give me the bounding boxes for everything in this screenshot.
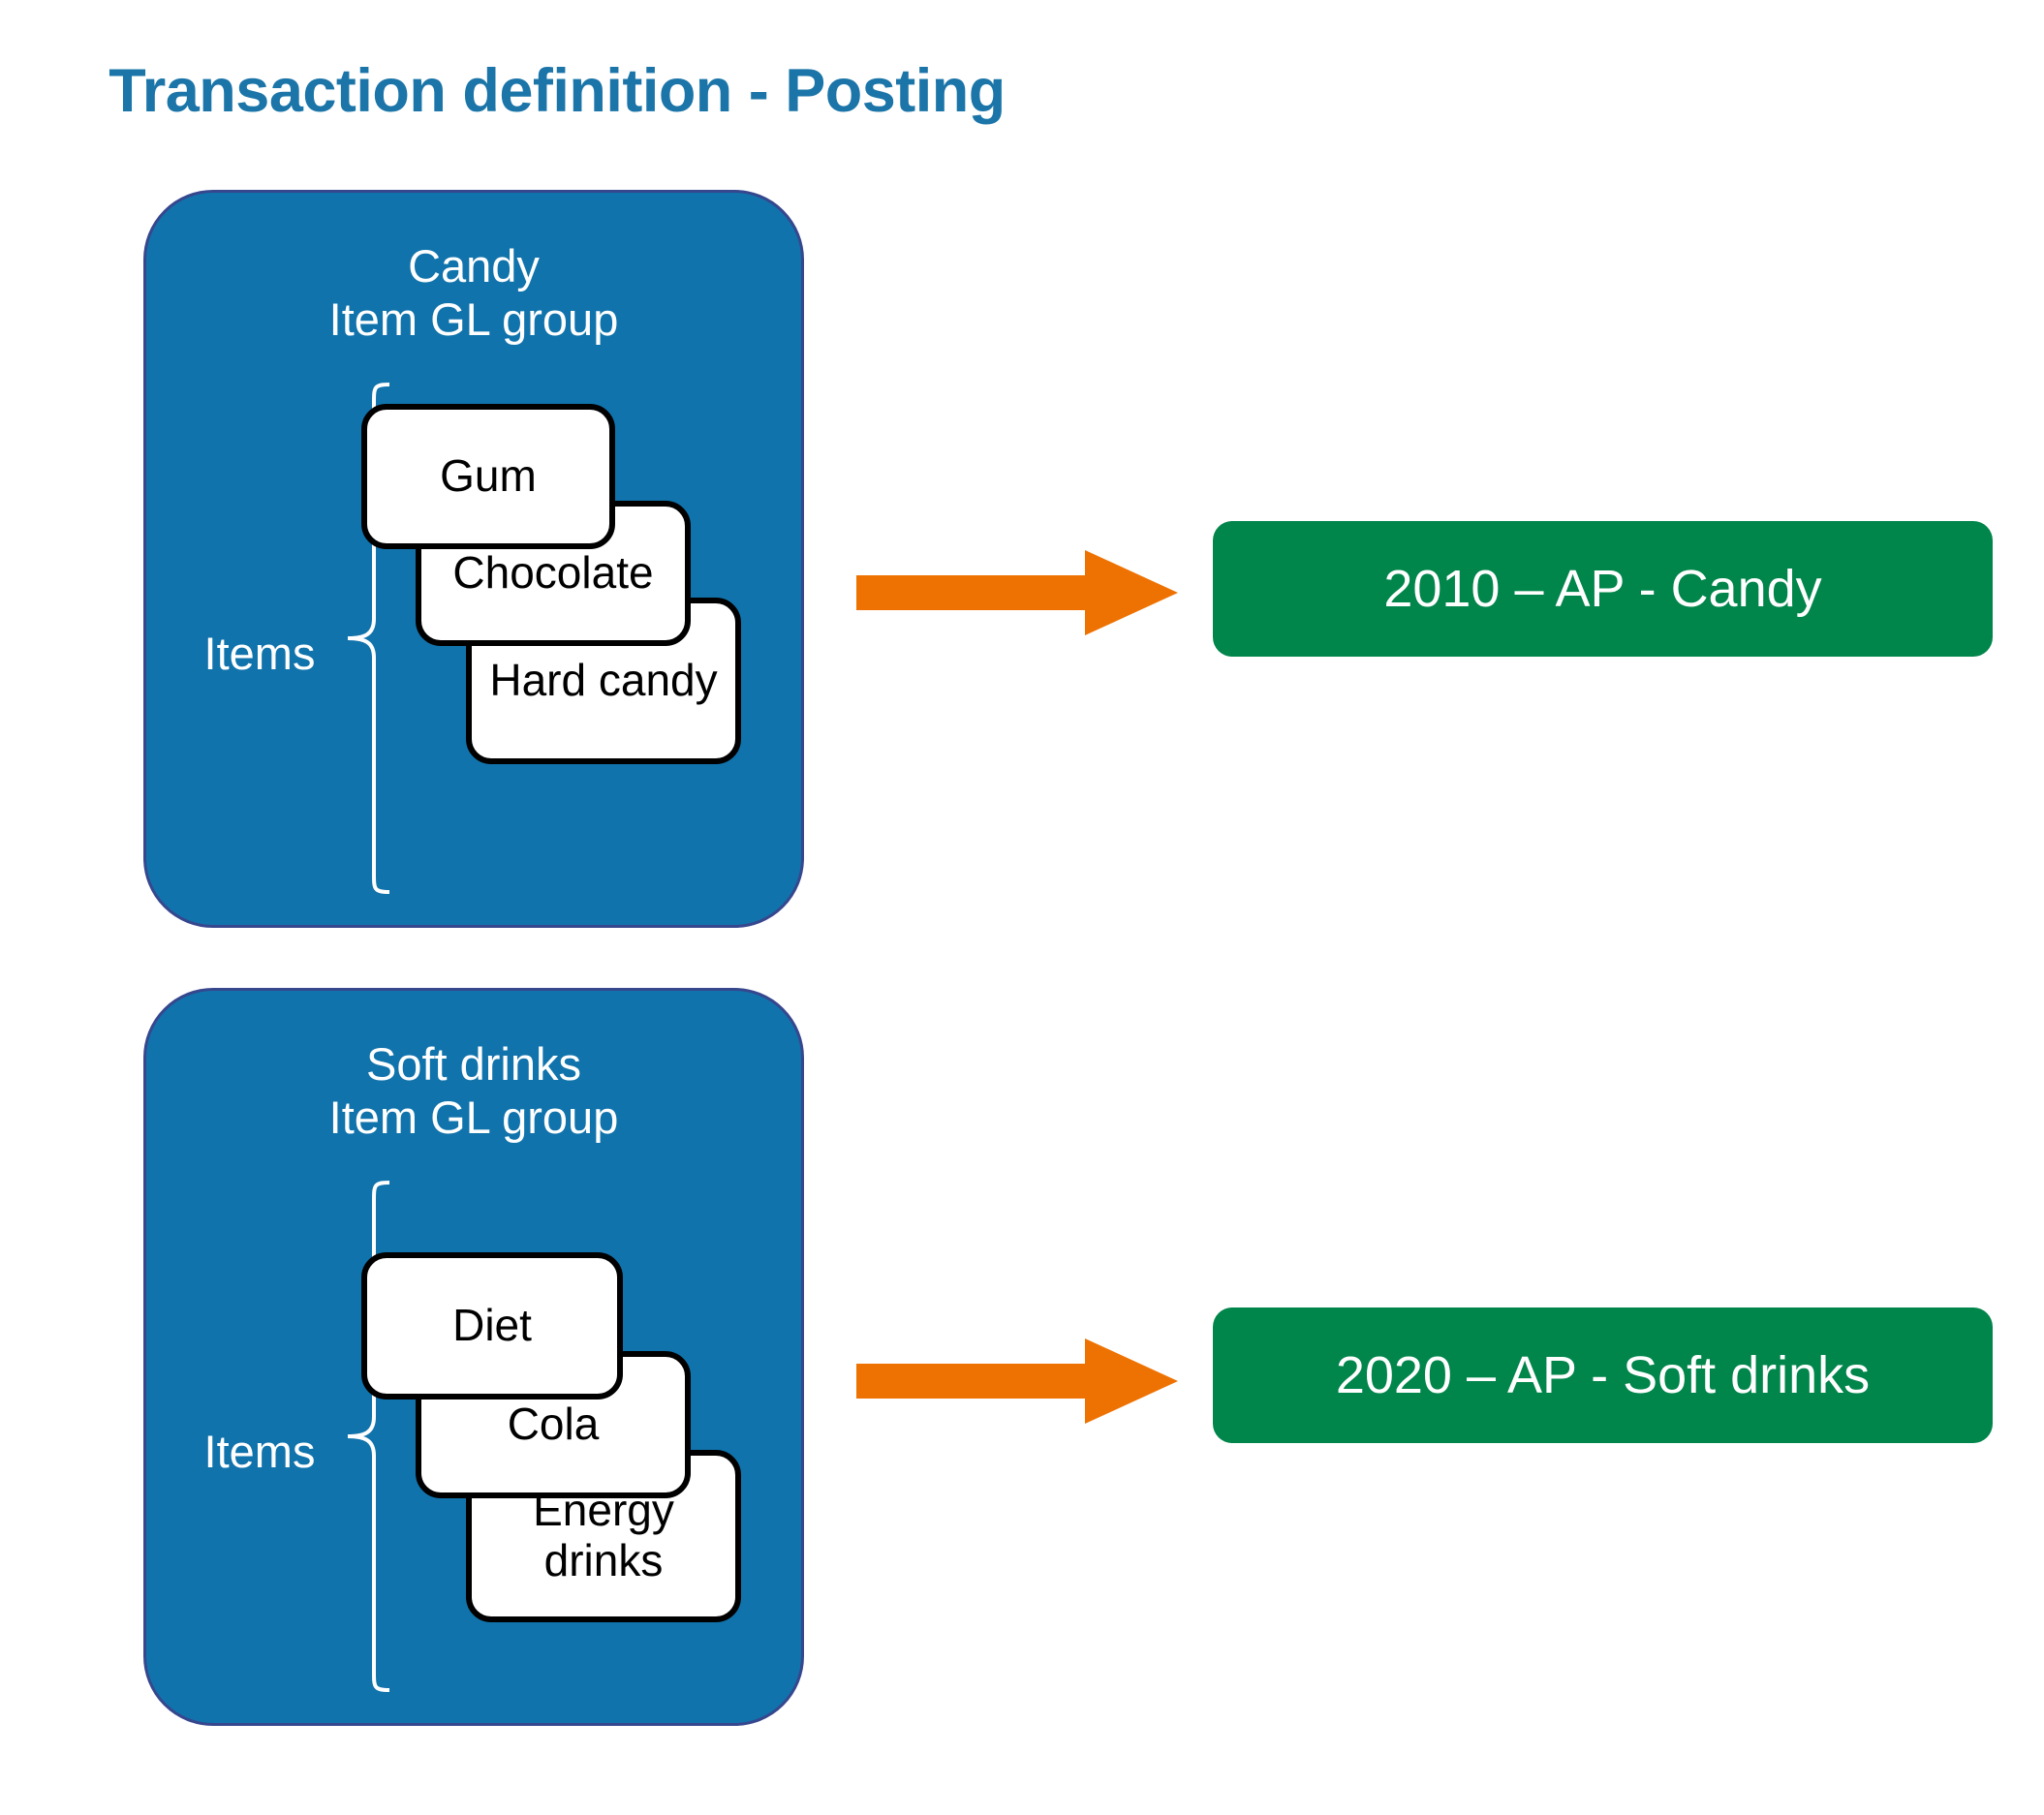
panel-heading-subtitle: Item GL group xyxy=(328,293,619,346)
ledger-account-label: 2020 – AP - Soft drinks xyxy=(1335,1346,1871,1404)
page-title-text: Transaction definition - Posting xyxy=(108,57,1006,125)
panel-heading-candy: Candy Item GL group xyxy=(146,239,801,347)
item-gl-group-panel-soft-drinks: Soft drinks Item GL group Items Diet Col… xyxy=(143,988,804,1726)
item-card-label: Hard candy xyxy=(489,655,718,706)
item-card-label: Energy drinks xyxy=(533,1485,674,1585)
items-bracket-label-soft-drinks: Items xyxy=(203,1426,316,1477)
panel-heading-soft-drinks: Soft drinks Item GL group xyxy=(146,1037,801,1145)
ledger-account-box-soft-drinks[interactable]: 2020 – AP - Soft drinks xyxy=(1213,1307,1993,1443)
item-card-label: Cola xyxy=(507,1399,600,1450)
panel-heading-subtitle: Item GL group xyxy=(328,1092,619,1144)
panel-heading-title: Soft drinks xyxy=(365,1038,582,1090)
item-card[interactable]: Gum xyxy=(361,404,615,549)
item-card-stack-soft-drinks: Diet Cola Energy drinks xyxy=(146,991,801,1723)
ledger-account-label: 2010 – AP - Candy xyxy=(1383,560,1822,618)
item-card-label: Chocolate xyxy=(452,547,654,599)
item-gl-group-panel-candy: Candy Item GL group Items Gum Chocolate … xyxy=(143,190,804,928)
arrow-right-icon-soft-drinks xyxy=(856,1338,1178,1424)
panel-heading-title: Candy xyxy=(408,240,540,292)
item-card-stack-candy: Gum Chocolate Hard candy xyxy=(146,193,801,925)
item-card-label: Diet xyxy=(452,1300,532,1351)
page-title: Transaction definition - Posting xyxy=(0,56,2044,126)
item-card-label: Gum xyxy=(440,450,537,502)
items-bracket-label-candy: Items xyxy=(203,628,316,679)
ledger-account-box-candy[interactable]: 2010 – AP - Candy xyxy=(1213,521,1993,657)
item-card[interactable]: Diet xyxy=(361,1252,623,1400)
arrow-right-icon-candy xyxy=(856,550,1178,635)
